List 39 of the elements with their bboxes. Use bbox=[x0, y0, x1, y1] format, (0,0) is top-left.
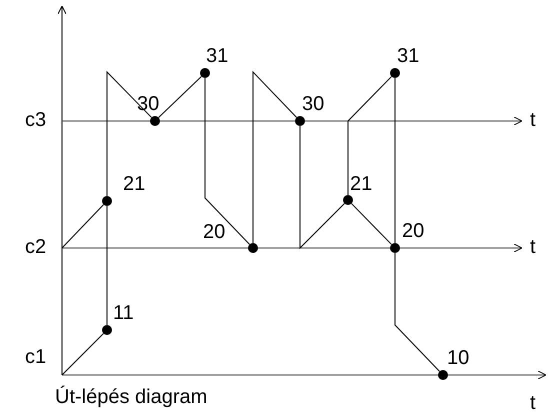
point-label: 20 bbox=[402, 220, 424, 242]
point-label: 11 bbox=[113, 302, 134, 324]
path-line bbox=[351, 203, 392, 245]
axis-label: c1 bbox=[25, 346, 46, 368]
point-label: 30 bbox=[137, 93, 160, 115]
time-label: t bbox=[530, 236, 536, 258]
point-dot bbox=[438, 370, 448, 380]
axis-label: c2 bbox=[25, 236, 46, 258]
point-label: 21 bbox=[123, 173, 146, 195]
path-line bbox=[300, 126, 345, 250]
point-label: 31 bbox=[206, 45, 228, 67]
path-line bbox=[158, 76, 202, 118]
point-label: 30 bbox=[302, 93, 324, 115]
diagram-caption: Út-lépés diagram bbox=[55, 386, 208, 408]
path-line bbox=[62, 333, 104, 376]
axis-label: c3 bbox=[25, 109, 46, 131]
time-label: t bbox=[530, 392, 536, 414]
path-line bbox=[252, 70, 298, 244]
point-dot bbox=[295, 116, 305, 126]
point-label: 10 bbox=[447, 347, 470, 369]
point-dot bbox=[150, 116, 160, 126]
point-dot bbox=[102, 325, 112, 335]
point-label: 21 bbox=[350, 173, 372, 195]
point-label: 31 bbox=[397, 45, 420, 67]
point-dot bbox=[248, 243, 258, 253]
point-dot bbox=[343, 195, 353, 205]
point-dot bbox=[102, 196, 112, 206]
path-line bbox=[348, 76, 392, 196]
path-line bbox=[204, 78, 250, 245]
path-line bbox=[394, 78, 396, 244]
path-line bbox=[62, 204, 104, 248]
path-line bbox=[394, 252, 440, 372]
point-dot bbox=[200, 68, 210, 78]
path-line bbox=[106, 206, 108, 326]
point-label: 20 bbox=[203, 221, 226, 243]
path-line bbox=[106, 70, 152, 196]
point-dot bbox=[390, 243, 400, 253]
point-dot bbox=[390, 68, 400, 78]
time-label: t bbox=[530, 109, 536, 131]
